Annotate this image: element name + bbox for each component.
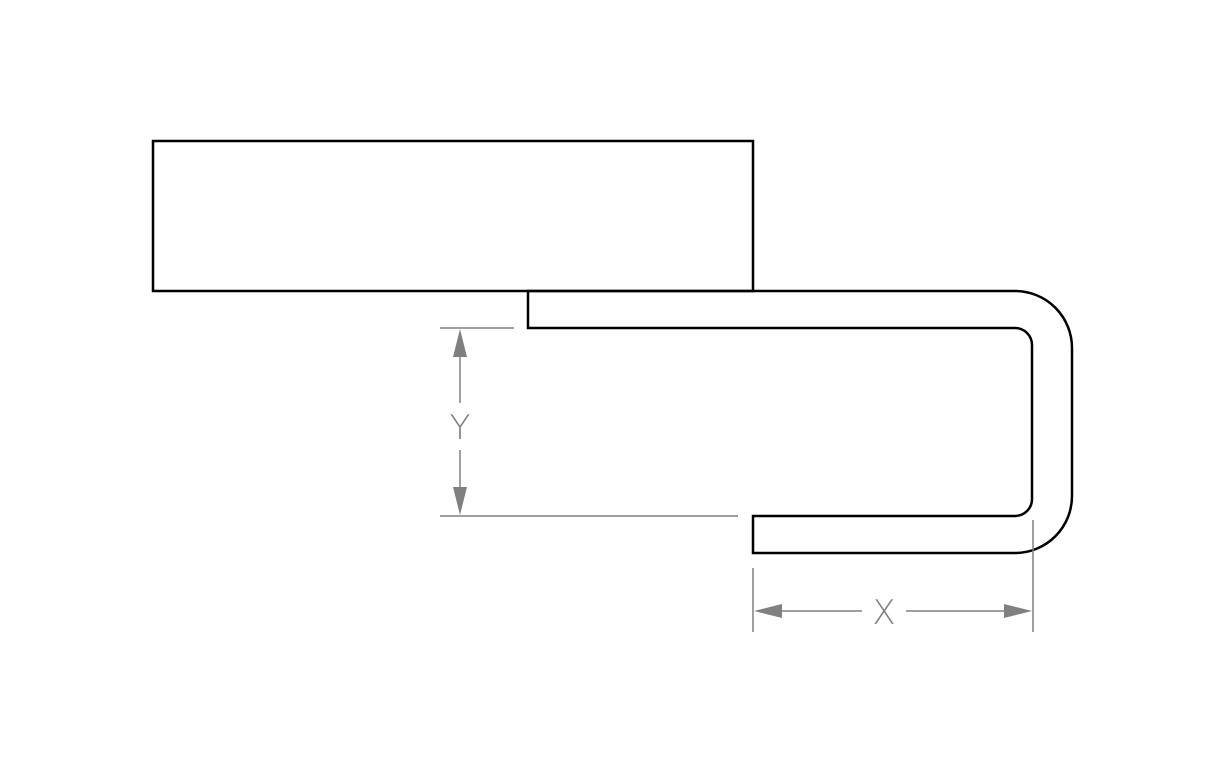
x-arrow-right xyxy=(1004,604,1032,618)
top-panel xyxy=(151,139,755,293)
y-arrow-down xyxy=(453,487,467,515)
folded-hem-outline xyxy=(526,289,1074,555)
y-arrow-up xyxy=(453,329,467,357)
y-dimension-label: Y xyxy=(450,408,471,448)
x-dimension-label: X xyxy=(872,593,895,633)
x-arrow-left xyxy=(754,604,782,618)
